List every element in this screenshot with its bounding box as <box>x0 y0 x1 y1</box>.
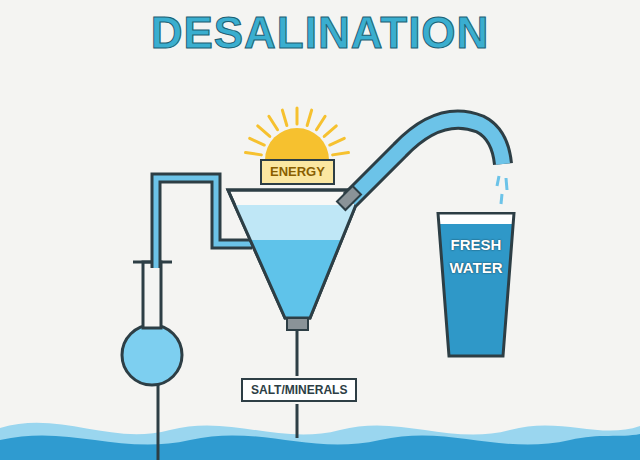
wave-back <box>0 423 640 460</box>
funnel-tank <box>228 190 362 318</box>
sun-rays <box>246 108 349 155</box>
glass-label: FRESH WATER <box>444 234 508 279</box>
tank-water-deep <box>250 240 342 318</box>
funnel-outline <box>228 190 362 318</box>
spout-pipe-water <box>350 120 503 200</box>
sun-ray <box>316 116 325 129</box>
glass-water <box>438 224 514 356</box>
flask-bulb <box>122 325 182 385</box>
box-label: SALT/MINERALS <box>251 383 347 397</box>
sun-ray <box>246 153 262 155</box>
water-drop <box>497 176 499 186</box>
water-drop <box>506 178 507 190</box>
drain-line-lower <box>296 404 299 438</box>
salt-minerals-box: SALT/MINERALS <box>241 378 357 402</box>
sun-ray <box>307 110 312 125</box>
sun <box>265 128 329 160</box>
tank-water-light <box>235 205 356 318</box>
sun-ray <box>258 126 270 136</box>
spout-pipe-outline <box>350 120 503 200</box>
sun-ray <box>330 138 345 145</box>
sun-ray <box>250 138 265 145</box>
glass-outline <box>436 212 516 358</box>
fresh-water-glass: FRESH WATER <box>436 212 516 358</box>
flask-stand <box>157 385 160 460</box>
wave-front <box>0 434 640 460</box>
sun-ray <box>282 110 287 125</box>
flask-neck <box>143 262 161 328</box>
pipe-joint <box>337 186 361 210</box>
sun-ray <box>296 108 299 124</box>
sun-ray <box>324 126 336 136</box>
sun-ray <box>269 116 278 129</box>
title: DESALINATION <box>0 8 640 58</box>
energy-box: ENERGY <box>260 159 335 185</box>
glass-rim <box>438 213 514 356</box>
valve <box>287 318 308 330</box>
sun-ray <box>333 153 349 155</box>
box-label: ENERGY <box>270 164 325 180</box>
drain-line <box>296 330 299 376</box>
water-drop <box>501 194 502 204</box>
glass-body <box>438 213 514 356</box>
